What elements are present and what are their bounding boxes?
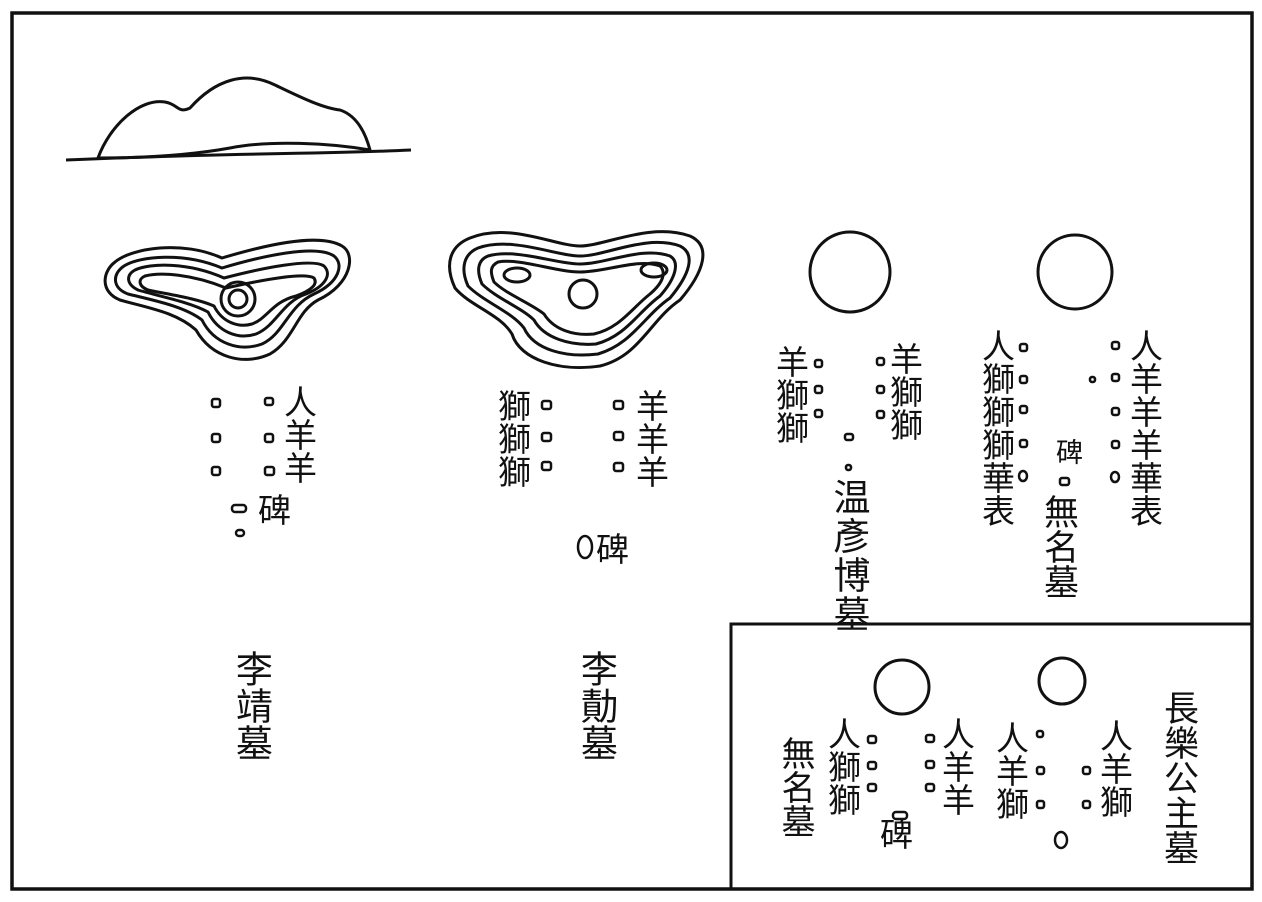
statue-label: 獅 — [890, 406, 923, 445]
statue-label: 獅 — [890, 373, 923, 412]
stele-label: 碑 — [880, 815, 913, 854]
li-jing-right-statues: 人 羊 羊 — [284, 386, 317, 485]
unnamed-upper-left-statues: 人 獅 獅 獅 華 表 — [982, 330, 1015, 528]
outer-border — [10, 11, 1254, 891]
unnamed-upper-tomb-name: 無名墓 — [1038, 494, 1078, 599]
statue-label: 人 — [1100, 717, 1133, 756]
li-ji-mound — [448, 230, 705, 370]
statue-label: 人 — [942, 715, 975, 754]
statue-label: 獅 — [776, 409, 809, 448]
changle-left-statues: 人 羊 獅 — [996, 722, 1029, 821]
li-ji-tomb-name: 李勣墓 — [567, 650, 624, 761]
wen-yanbo-mound — [808, 230, 892, 314]
statue-label: 獅 — [498, 387, 531, 426]
statue-label: 羊 — [636, 387, 669, 426]
statue-label: 羊 — [284, 449, 317, 488]
statue-label: 羊 — [1130, 393, 1163, 432]
wen-yanbo-right-statues: 羊 獅 獅 — [890, 343, 923, 442]
li-ji-right-statues: 羊 羊 羊 — [636, 390, 669, 489]
stele-label: 碑 — [1056, 438, 1083, 469]
statue-label: 獅 — [982, 426, 1015, 465]
unnamed-lower-right-statues: 人 羊 羊 — [942, 718, 975, 817]
unnamed-upper-mound — [1036, 233, 1114, 311]
li-ji-left-statues: 獅 獅 獅 — [498, 390, 531, 489]
statue-label: 獅 — [982, 393, 1015, 432]
tomb-name: 温彥博墓 — [827, 478, 870, 634]
statue-label: 羊 — [1130, 360, 1163, 399]
unnamed-lower-stele-label: 碑 — [880, 818, 913, 851]
statue-label: 表 — [1130, 492, 1163, 531]
li-jing-stele-label: 碑 — [258, 494, 291, 527]
statue-label: 羊 — [1130, 426, 1163, 465]
unnamed-upper-stele-label: 碑 — [1056, 440, 1083, 467]
li-jing-mound — [103, 238, 351, 361]
statue-label: 羊 — [942, 748, 975, 787]
stele-label: 碑 — [258, 491, 291, 530]
changle-right-statues: 人 羊 獅 — [1100, 720, 1133, 819]
statue-label: 華 — [1130, 459, 1163, 498]
mountain-outline — [96, 76, 373, 160]
statue-label: 羊 — [636, 420, 669, 459]
tomb-name: 無名墓 — [775, 736, 815, 838]
statue-label: 人 — [284, 383, 317, 422]
statue-label: 羊 — [890, 340, 923, 379]
changle-tomb-name: 長樂公主墓 — [1158, 690, 1198, 865]
tomb-name: 李勣墓 — [574, 650, 618, 761]
statue-label: 羊 — [284, 416, 317, 455]
statue-label: 人 — [828, 715, 861, 754]
wen-yanbo-left-statues: 羊 獅 獅 — [776, 346, 809, 445]
unnamed-lower-tomb-name: 無名墓 — [775, 736, 815, 838]
statue-label: 羊 — [996, 752, 1029, 791]
li-ji-stele-label: 碑 — [596, 533, 629, 566]
statue-label: 羊 — [636, 453, 669, 492]
statue-label: 羊 — [942, 781, 975, 820]
statue-label: 獅 — [828, 781, 861, 820]
statue-label: 華 — [982, 459, 1015, 498]
statue-label: 表 — [982, 492, 1015, 531]
statue-label: 人 — [996, 719, 1029, 758]
statue-markers — [210, 340, 1121, 850]
tomb-name: 無名墓 — [1038, 494, 1078, 599]
mountain-ground-line — [65, 148, 412, 162]
statue-label: 獅 — [498, 453, 531, 492]
statue-label: 獅 — [776, 376, 809, 415]
statue-label: 獅 — [498, 420, 531, 459]
statue-label: 人 — [982, 327, 1015, 366]
tomb-name: 長樂公主墓 — [1158, 690, 1198, 865]
stele-label: 碑 — [596, 530, 629, 569]
wen-yanbo-tomb-name: 温彥博墓 — [827, 478, 870, 634]
unnamed-lower-left-statues: 人 獅 獅 — [828, 718, 861, 817]
statue-label: 羊 — [776, 343, 809, 382]
statue-label: 人 — [1130, 327, 1163, 366]
unnamed-lower-mound — [873, 658, 931, 716]
statue-label: 獅 — [982, 360, 1015, 399]
li-jing-tomb-name: 李靖墓 — [222, 650, 279, 761]
statue-label: 獅 — [828, 748, 861, 787]
statue-label: 獅 — [1100, 783, 1133, 822]
inset-border — [729, 622, 1252, 889]
statue-label: 獅 — [996, 785, 1029, 824]
tomb-name: 李靖墓 — [229, 650, 273, 761]
statue-label: 羊 — [1100, 750, 1133, 789]
changle-mound — [1037, 656, 1087, 706]
unnamed-upper-right-statues: 人 羊 羊 羊 華 表 — [1130, 330, 1163, 528]
